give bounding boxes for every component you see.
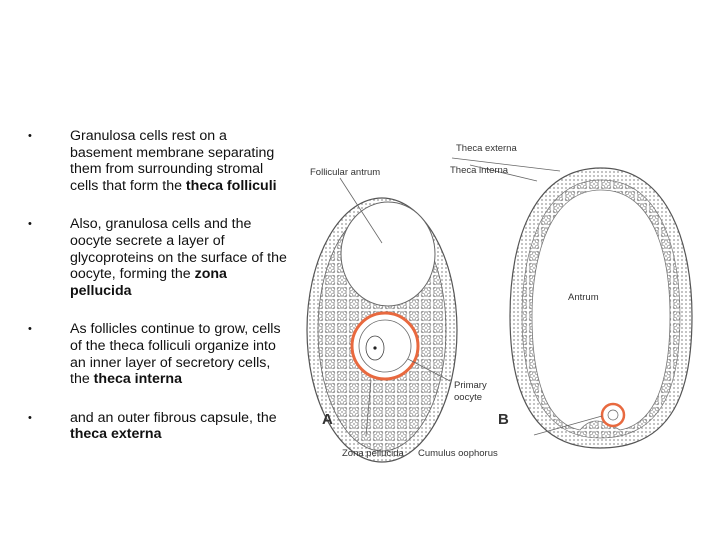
theca-externa-label: Theca externa (456, 143, 517, 154)
follicular-antrum-cavity (340, 201, 436, 307)
zona-pellucida-label: Zona pellucida (342, 448, 405, 459)
diagram-labels: Follicular antrum Theca externa Theca in… (310, 143, 599, 459)
bullet-marker: • (28, 218, 32, 231)
bullet-term: theca interna (93, 371, 182, 388)
bullet-item: • Granulosa cells rest on a basement mem… (28, 128, 290, 194)
bullet-text: Granulosa cells rest on a basement membr… (70, 128, 275, 194)
follicle-diagram: Follicular antrum Theca externa Theca in… (306, 143, 693, 463)
panel-b-label: B (498, 411, 509, 428)
bullet-marker: • (28, 323, 32, 336)
cumulus-oophorus-label: Cumulus oophorus (418, 448, 498, 459)
follicular-antrum-label: Follicular antrum (310, 167, 380, 178)
bullet-item: • Also, granulosa cells and the oocyte s… (28, 216, 290, 299)
leader-lines (339, 157, 603, 437)
bullet-term: theca externa (70, 426, 162, 443)
bullet-marker: • (28, 411, 32, 424)
follicle-a (306, 197, 458, 463)
primary-oocyte-label-line2: oocyte (454, 392, 482, 403)
bullet-marker: • (28, 130, 32, 142)
antrum-label: Antrum (568, 292, 599, 303)
theca-interna-label: Theca interna (450, 165, 509, 176)
antrum-cavity (531, 189, 671, 431)
bullet-term: theca folliculi (185, 177, 277, 194)
bullet-text: Also, granulosa cells and the oocyte sec… (70, 216, 287, 283)
bullet-list: • Granulosa cells rest on a basement mem… (28, 128, 290, 465)
follicle-b (509, 167, 693, 449)
panel-a-label: A (322, 411, 333, 428)
bullet-term: zona pellucida (70, 266, 227, 299)
bullet-item: • As follicles continue to grow, cells o… (28, 321, 290, 387)
bullet-item: • and an outer fibrous capsule, the thec… (28, 410, 290, 443)
primary-oocyte-label-line1: Primary (454, 380, 487, 391)
bullet-text: As follicles continue to grow, cells of … (70, 321, 281, 388)
bullet-text: and an outer fibrous capsule, the (70, 409, 277, 426)
